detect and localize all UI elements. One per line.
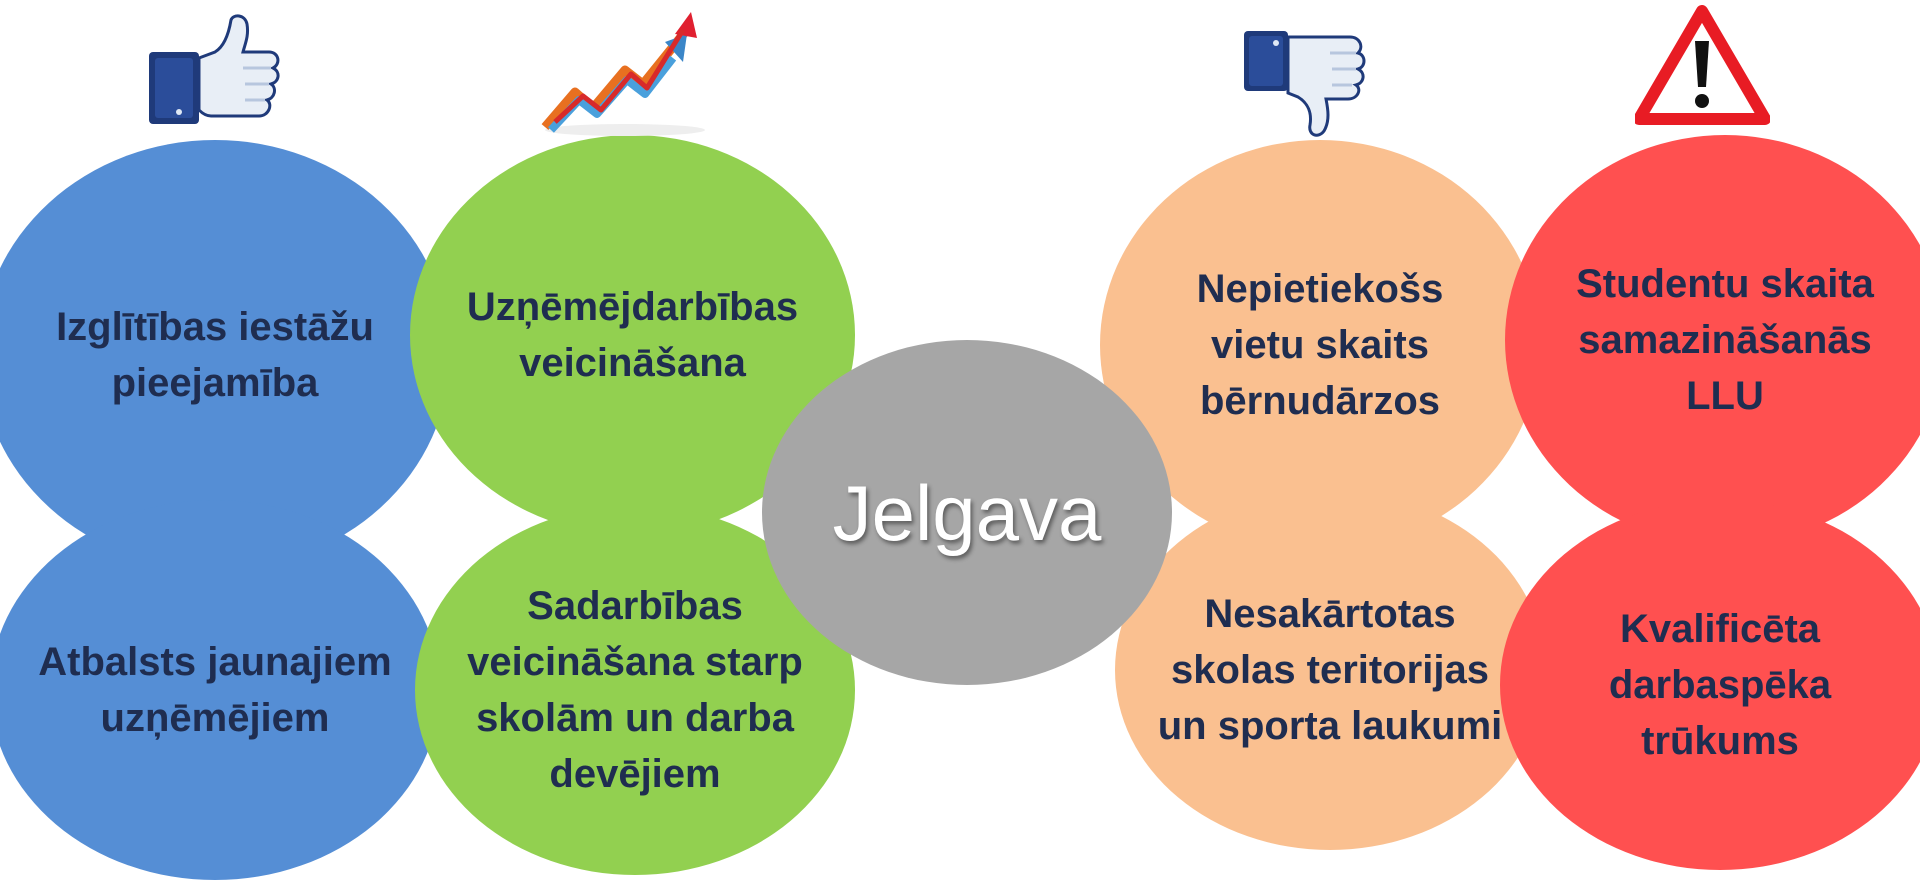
threat-circle-1: Studentu skaita samazināšanās LLU bbox=[1505, 135, 1920, 545]
weakness-circle-2: Nesakārtotas skolas teritorijas un sport… bbox=[1115, 490, 1545, 850]
strength-circle-1: Izglītības iestāžu pieejamība bbox=[0, 140, 450, 570]
opportunity-label-2: Sadarbības veicināšana starp skolām un d… bbox=[467, 584, 803, 796]
weakness-circle-1: Nepietiekošs vietu skaits bērnudārzos bbox=[1100, 140, 1540, 550]
threat-circle-2: Kvalificēta darbaspēka trūkums bbox=[1500, 500, 1920, 870]
warning-icon bbox=[1635, 5, 1770, 125]
threat-label-1: Studentu skaita samazināšanās LLU bbox=[1576, 262, 1874, 418]
weakness-label-1: Nepietiekošs vietu skaits bērnudārzos bbox=[1196, 267, 1444, 423]
thumbs-up-icon bbox=[149, 14, 280, 124]
center-circle: Jelgava bbox=[762, 340, 1172, 685]
growth-arrow-icon bbox=[541, 12, 705, 136]
opportunity-label-1: Uzņēmējdarbības veicināšana bbox=[466, 285, 799, 385]
weakness-label-2: Nesakārtotas skolas teritorijas un sport… bbox=[1157, 592, 1503, 748]
thumbs-down-icon bbox=[1244, 31, 1366, 137]
threat-label-2: Kvalificēta darbaspēka trūkums bbox=[1608, 607, 1832, 763]
strength-label-1: Izglītības iestāžu pieejamība bbox=[56, 305, 374, 405]
center-label: Jelgava bbox=[832, 468, 1102, 557]
strength-label-2: Atbalsts jaunajiem uzņēmējiem bbox=[38, 640, 392, 740]
strength-circle-2: Atbalsts jaunajiem uzņēmējiem bbox=[0, 500, 440, 880]
